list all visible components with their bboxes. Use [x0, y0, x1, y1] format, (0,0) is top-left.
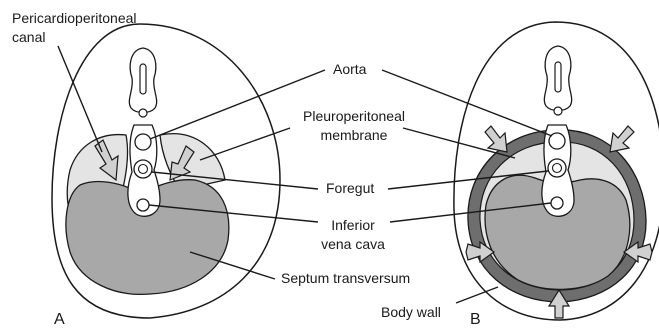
label-pericardioperitoneal-line2: canal — [12, 28, 137, 47]
label-pleuroperitoneal-line2: membrane — [294, 126, 414, 145]
label-pericardioperitoneal-canal: Pericardioperitoneal canal — [12, 9, 137, 47]
label-aorta: Aorta — [333, 60, 366, 79]
label-ivc-line2: vena cava — [308, 235, 398, 254]
section-a — [52, 24, 280, 318]
aorta-a — [135, 134, 151, 150]
label-pleuroperitoneal-membrane: Pleuroperitoneal membrane — [294, 107, 414, 145]
foregut-lumen-a — [139, 165, 148, 174]
notochord-a — [139, 109, 147, 117]
label-pleuroperitoneal-line1: Pleuroperitoneal — [294, 107, 414, 126]
label-ivc-line1: Inferior — [308, 216, 398, 235]
label-pericardioperitoneal-line1: Pericardioperitoneal — [12, 9, 137, 28]
label-body-wall: Body wall — [381, 303, 441, 322]
foregut-lumen-b — [553, 164, 562, 173]
ivc-b — [551, 197, 563, 209]
label-septum-transversum: Septum transversum — [281, 269, 410, 288]
label-foregut: Foregut — [326, 179, 374, 198]
panel-label-b: B — [470, 311, 481, 329]
section-b — [454, 22, 659, 320]
label-inferior-vena-cava: Inferior vena cava — [308, 216, 398, 254]
ivc-a — [137, 199, 149, 211]
panel-label-a: A — [54, 311, 65, 329]
neural-canal-b — [555, 62, 561, 92]
notochord-b — [554, 107, 562, 115]
neural-canal-a — [140, 64, 146, 94]
